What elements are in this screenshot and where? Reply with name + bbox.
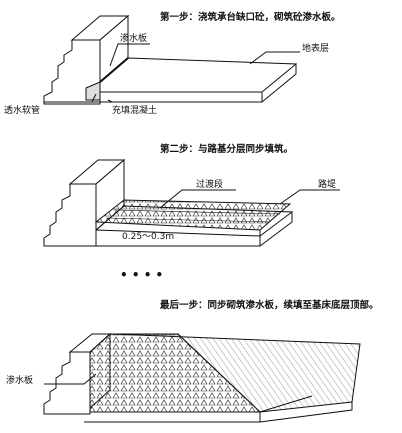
step3-caption: 最后一步：同步砌筑渗水板，续填至基床底层顶部。 (160, 300, 379, 311)
fill-concrete-label: 充填混凝土 (112, 106, 158, 116)
ground-surface-label: 地表层 (302, 44, 330, 54)
diagram-step2 (43, 158, 340, 247)
drain-pipe-label: 透水软管 (4, 106, 41, 116)
embankment-label: 路堤 (318, 180, 337, 190)
seepage-board-label: 渗水板 (120, 34, 148, 44)
diagram-step3 (43, 332, 361, 423)
step1-caption: 第一步：浇筑承台缺口砼，砌筑砼渗水板。 (160, 12, 341, 23)
ellipsis: • • • • (120, 268, 164, 282)
step2-caption: 第二步：与路基分层同步填筑。 (160, 144, 294, 155)
layer-thickness-label: 0.25～0.3m (122, 232, 175, 242)
diagram-step1 (43, 14, 300, 105)
transition-label: 过渡段 (196, 180, 224, 190)
seepage-board-label-3: 渗水板 (6, 376, 34, 386)
